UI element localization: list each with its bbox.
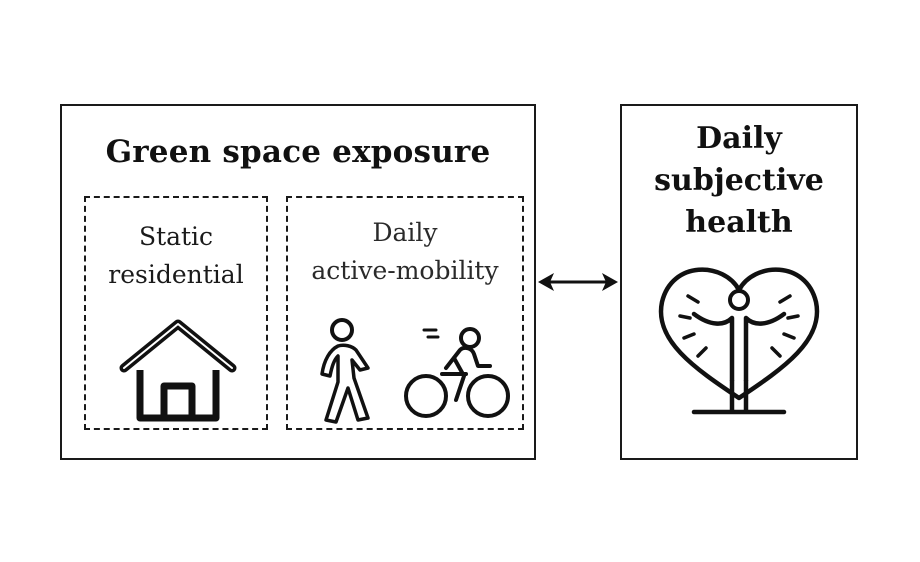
walking-person-icon [320, 318, 370, 424]
daily-subjective-health-title: Daily subjective health [622, 118, 856, 244]
health-title-line1: Daily [696, 121, 782, 156]
health-title-line3: health [685, 205, 793, 240]
house-icon [119, 319, 237, 422]
daily-active-mobility-label: Daily active-mobility [288, 214, 522, 290]
static-residential-label: Static residential [86, 218, 266, 294]
health-title-line2: subjective [654, 163, 824, 198]
cyclist-icon [404, 327, 510, 418]
green-space-exposure-title: Green space exposure [105, 134, 491, 170]
double-arrow-icon [538, 273, 618, 291]
static-label-line2: residential [108, 260, 244, 289]
daily-active-mobility-box: Daily active-mobility [286, 196, 524, 430]
green-space-exposure-box: Green space exposure Static residential … [60, 104, 536, 460]
daily-subjective-health-box: Daily subjective health [620, 104, 858, 460]
static-label-line1: Static [138, 222, 214, 251]
static-residential-box: Static residential [84, 196, 268, 430]
heart-person-icon [658, 267, 820, 415]
mobility-label-line1: Daily [372, 218, 438, 247]
mobility-label-line2: active-mobility [311, 256, 499, 285]
